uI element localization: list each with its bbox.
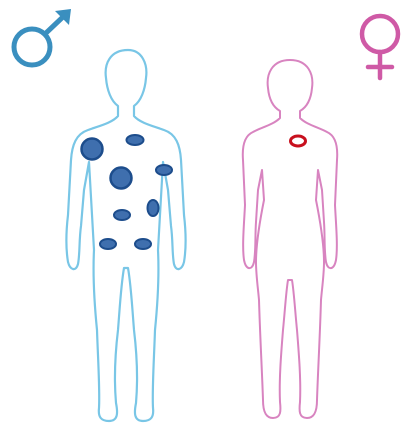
- female-symbol-ring: [362, 16, 398, 52]
- male-symbol-icon: [14, 9, 71, 65]
- male-spot: [148, 200, 159, 216]
- male-spot: [135, 239, 151, 249]
- male-spot: [127, 135, 144, 145]
- male-spot: [100, 239, 116, 249]
- male-body-outline: [67, 50, 186, 421]
- male-spot: [156, 165, 172, 175]
- male-spot: [111, 168, 132, 189]
- male-spot: [114, 210, 130, 220]
- female-symbol-icon: [362, 16, 398, 78]
- female-spot: [291, 136, 306, 146]
- female-body-outline: [243, 60, 337, 418]
- male-spot: [82, 139, 103, 160]
